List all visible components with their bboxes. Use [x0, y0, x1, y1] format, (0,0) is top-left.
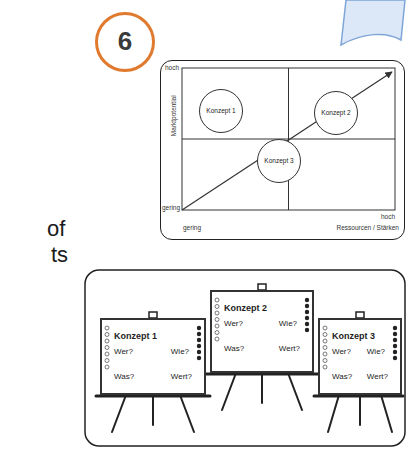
- axis-title: Marktpotential: [169, 96, 176, 137]
- board-dot: [393, 356, 397, 360]
- board-ring: [323, 339, 327, 343]
- board-question: Wie?: [367, 347, 385, 356]
- board-questions: Wer? Wie? Was? Wert?: [332, 347, 388, 381]
- board-ring: [105, 352, 109, 356]
- board-dot: [393, 344, 397, 348]
- board-question: Wie?: [279, 319, 297, 328]
- board-question: Was?: [332, 372, 352, 381]
- board-question: Wie?: [171, 347, 189, 356]
- axis-title: Ressourcen / Stärken: [336, 224, 399, 231]
- board-dot: [305, 304, 309, 308]
- axis-level-label: gering: [162, 204, 180, 211]
- board-questions: Wer? Wie? Was? Wert?: [224, 319, 300, 353]
- axis-level-label: hoch: [381, 213, 395, 220]
- slide-text-fragment: ts: [51, 242, 68, 267]
- board-dot: [393, 326, 397, 330]
- board-questions: Wer? Wie? Was? Wert?: [114, 347, 192, 381]
- board-ring: [323, 333, 327, 337]
- concept-easel-board: Konzept 3 Wer? Wie? Was? Wert?: [318, 318, 402, 395]
- concept-easel-board: Konzept 2 Wer? Wie? Was? Wert?: [210, 290, 314, 373]
- step-number: 6: [118, 27, 132, 57]
- board-question: Wer?: [224, 319, 243, 328]
- board-dot: [197, 332, 201, 336]
- board-ring: [215, 318, 219, 322]
- board-dot: [197, 350, 201, 354]
- easel-leg: [359, 395, 361, 425]
- easel-stands: [96, 284, 403, 432]
- concept-label: Konzept 2: [321, 109, 350, 116]
- board-ring: [215, 298, 219, 302]
- board-dot: [393, 338, 397, 342]
- board-markers: [102, 320, 204, 393]
- axis-level-label: gering: [183, 224, 201, 231]
- matrix-panel: hochMarktpotentialgeringhochgeringRessou…: [160, 60, 405, 240]
- board-ring: [323, 326, 327, 330]
- board-dot: [305, 310, 309, 314]
- board-question: Wer?: [332, 347, 351, 356]
- board-heading: Konzept 1: [114, 331, 157, 341]
- board-dot: [305, 328, 309, 332]
- board-question: Wert?: [367, 372, 388, 381]
- board-markers: [320, 320, 400, 393]
- step-number-badge: 6: [95, 12, 155, 72]
- easel-leg: [222, 373, 236, 410]
- board-dot: [197, 326, 201, 330]
- board-question: Wer?: [114, 347, 133, 356]
- concept-label: Konzept 3: [264, 157, 293, 164]
- concept-bubble: Konzept 3: [257, 139, 301, 183]
- board-ring: [105, 365, 109, 369]
- board-ring: [215, 337, 219, 341]
- concept-easel-board: Konzept 1 Wer? Wie? Was? Wert?: [100, 318, 206, 395]
- board-question: Was?: [224, 344, 244, 353]
- presentation-panel: [85, 270, 405, 446]
- board-question: Wert?: [279, 344, 300, 353]
- board-ring: [215, 305, 219, 309]
- board-ring: [215, 311, 219, 315]
- board-dot: [197, 338, 201, 342]
- board-ring: [105, 339, 109, 343]
- easel-leg: [381, 395, 392, 432]
- concept-bubble: Konzept 1: [199, 89, 243, 133]
- board-ring: [105, 346, 109, 350]
- concept-label: Konzept 1: [206, 107, 235, 114]
- easel-leg: [180, 395, 194, 432]
- board-dot: [305, 298, 309, 302]
- matrix-frame: [182, 68, 395, 210]
- board-dot: [197, 356, 201, 360]
- board-dot: [305, 316, 309, 320]
- easel-leg: [328, 395, 339, 432]
- easel-leg: [152, 395, 154, 425]
- board-ring: [215, 324, 219, 328]
- board-dot: [393, 332, 397, 336]
- board-dot: [393, 350, 397, 354]
- trend-arrow: [182, 72, 392, 210]
- board-ring: [323, 352, 327, 356]
- board-heading: Konzept 2: [224, 303, 267, 313]
- board-dot: [197, 344, 201, 348]
- concept-bubble: Konzept 2: [314, 91, 358, 135]
- board-ring: [105, 333, 109, 337]
- matrix-grid: [182, 68, 395, 210]
- board-ring: [105, 326, 109, 330]
- board-ring: [323, 359, 327, 363]
- board-question: Wert?: [171, 372, 192, 381]
- board-question: Was?: [114, 372, 134, 381]
- board-heading: Konzept 3: [332, 331, 375, 341]
- axis-level-label: hoch: [165, 64, 179, 71]
- board-dot: [305, 322, 309, 326]
- process-arrow-fragment: [341, 0, 405, 45]
- board-ring: [105, 359, 109, 363]
- board-ring: [323, 365, 327, 369]
- easel-leg: [261, 373, 263, 403]
- slide-text-fragment: of: [47, 216, 65, 241]
- board-ring: [323, 346, 327, 350]
- easel-leg: [288, 373, 302, 410]
- easel-leg: [112, 395, 126, 432]
- board-ring: [215, 331, 219, 335]
